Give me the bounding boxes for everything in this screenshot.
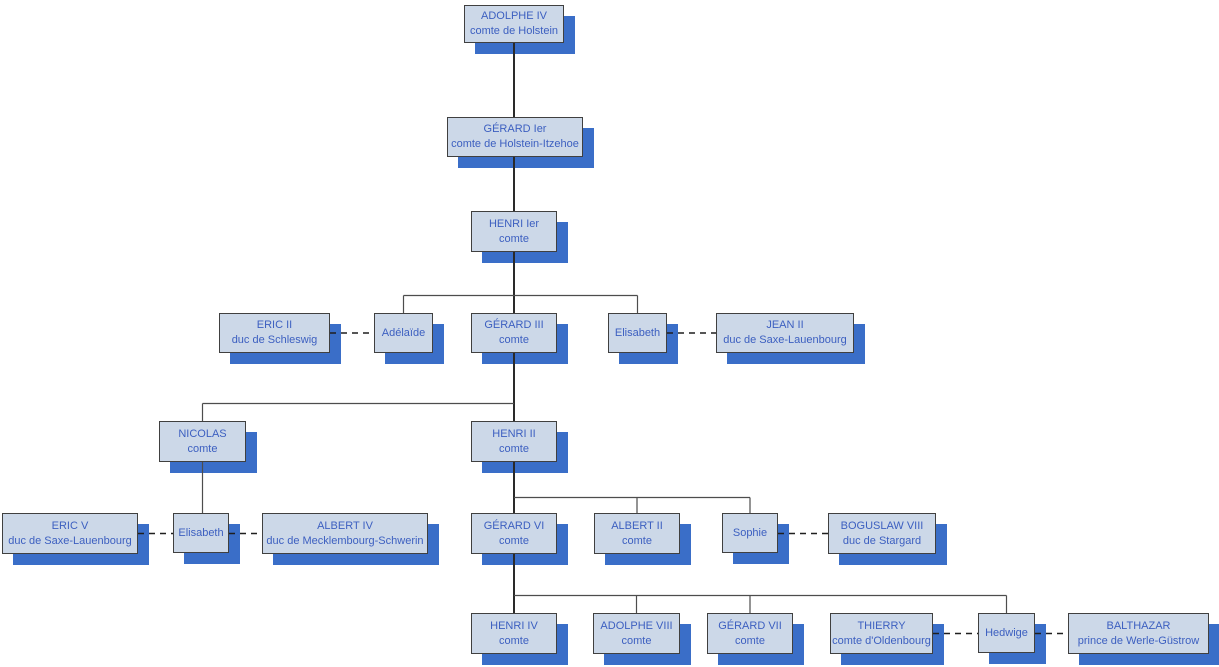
person-title: comte xyxy=(499,442,529,455)
person-name: NICOLAS xyxy=(178,427,227,440)
node-balthazar: BALTHAZAR prince de Werle-Güstrow xyxy=(1068,613,1209,654)
node-gerard-vii: GÉRARD VII comte xyxy=(707,613,793,654)
node-sophie: Sophie xyxy=(722,513,778,553)
person-name: BALTHAZAR xyxy=(1106,619,1171,632)
person-name: Hedwige xyxy=(985,626,1028,639)
person-title: prince de Werle-Güstrow xyxy=(1077,634,1200,647)
person-title: comte de Holstein-Itzehoe xyxy=(451,138,579,150)
node-elisabeth-1: Elisabeth xyxy=(608,313,667,353)
person-title: comte xyxy=(622,534,652,547)
person-title: duc de Schleswig xyxy=(231,334,318,346)
node-gerard-iii: GÉRARD III comte xyxy=(471,313,557,353)
node-hedwige: Hedwige xyxy=(978,613,1035,653)
person-name: ERIC II xyxy=(256,319,293,331)
node-adolphe-iv: ADOLPHE IV comte de Holstein xyxy=(464,5,564,43)
person-name: Elisabeth xyxy=(614,326,661,339)
person-name: Sophie xyxy=(732,526,768,539)
node-thierry: THIERRY comte d'Oldenbourg xyxy=(830,613,933,654)
node-henri-iv: HENRI IV comte xyxy=(471,613,557,654)
node-albert-iv: ALBERT IV duc de Mecklembourg-Schwerin xyxy=(262,513,428,554)
person-title: comte xyxy=(499,534,529,547)
person-name: JEAN II xyxy=(766,319,804,331)
person-title: comte xyxy=(735,634,765,647)
person-title: comte d'Oldenbourg xyxy=(832,634,931,647)
person-title: comte xyxy=(187,442,218,455)
person-title: duc de Saxe-Lauenbourg xyxy=(723,334,847,346)
person-name: BOGUSLAW VIII xyxy=(840,519,924,532)
node-eric-ii: ERIC II duc de Schleswig xyxy=(219,313,330,353)
person-title: comte xyxy=(499,232,529,245)
person-title: duc de Mecklembourg-Schwerin xyxy=(266,534,424,547)
node-albert-ii: ALBERT II comte xyxy=(594,513,680,554)
person-name: ADOLPHE IV xyxy=(480,10,548,22)
node-boguslaw-viii: BOGUSLAW VIII duc de Stargard xyxy=(828,513,936,554)
person-name: ADOLPHE VIII xyxy=(600,619,673,632)
node-henri-ier: HENRI Ier comte xyxy=(471,211,557,252)
person-title: comte de Holstein xyxy=(469,25,559,37)
person-title: comte xyxy=(621,634,652,647)
person-name: ALBERT II xyxy=(611,519,663,532)
person-name: HENRI Ier xyxy=(488,217,540,230)
node-adelaide: Adélaïde xyxy=(374,313,433,353)
person-name: ALBERT IV xyxy=(317,519,373,532)
node-nicolas: NICOLAS comte xyxy=(159,421,246,462)
person-name: GÉRARD VII xyxy=(718,619,782,632)
person-name: GÉRARD III xyxy=(484,319,544,331)
person-name: Elisabeth xyxy=(178,526,224,539)
person-title: comte xyxy=(499,334,529,346)
person-title: duc de Stargard xyxy=(842,534,922,547)
person-name: GÉRARD Ier xyxy=(483,123,547,135)
person-title: comte xyxy=(499,634,529,647)
marriage-connectors xyxy=(138,332,1068,635)
person-name: HENRI II xyxy=(492,427,536,440)
node-eric-v: ERIC V duc de Saxe-Lauenbourg xyxy=(2,513,138,554)
person-name: GÉRARD VI xyxy=(483,519,545,532)
person-name: THIERRY xyxy=(857,619,906,632)
node-jean-ii: JEAN II duc de Saxe-Lauenbourg xyxy=(716,313,854,353)
node-elisabeth-2: Elisabeth xyxy=(173,513,229,553)
person-title: duc de Saxe-Lauenbourg xyxy=(8,534,132,547)
node-gerard-ier: GÉRARD Ier comte de Holstein-Itzehoe xyxy=(447,117,583,157)
person-name: Adélaïde xyxy=(381,326,426,339)
node-gerard-vi: GÉRARD VI comte xyxy=(471,513,557,554)
branch-connectors xyxy=(201,294,1008,613)
person-name: ERIC V xyxy=(51,519,89,532)
node-henri-ii: HENRI II comte xyxy=(471,421,557,462)
person-name: HENRI IV xyxy=(490,619,538,632)
node-adolphe-viii: ADOLPHE VIII comte xyxy=(593,613,680,654)
